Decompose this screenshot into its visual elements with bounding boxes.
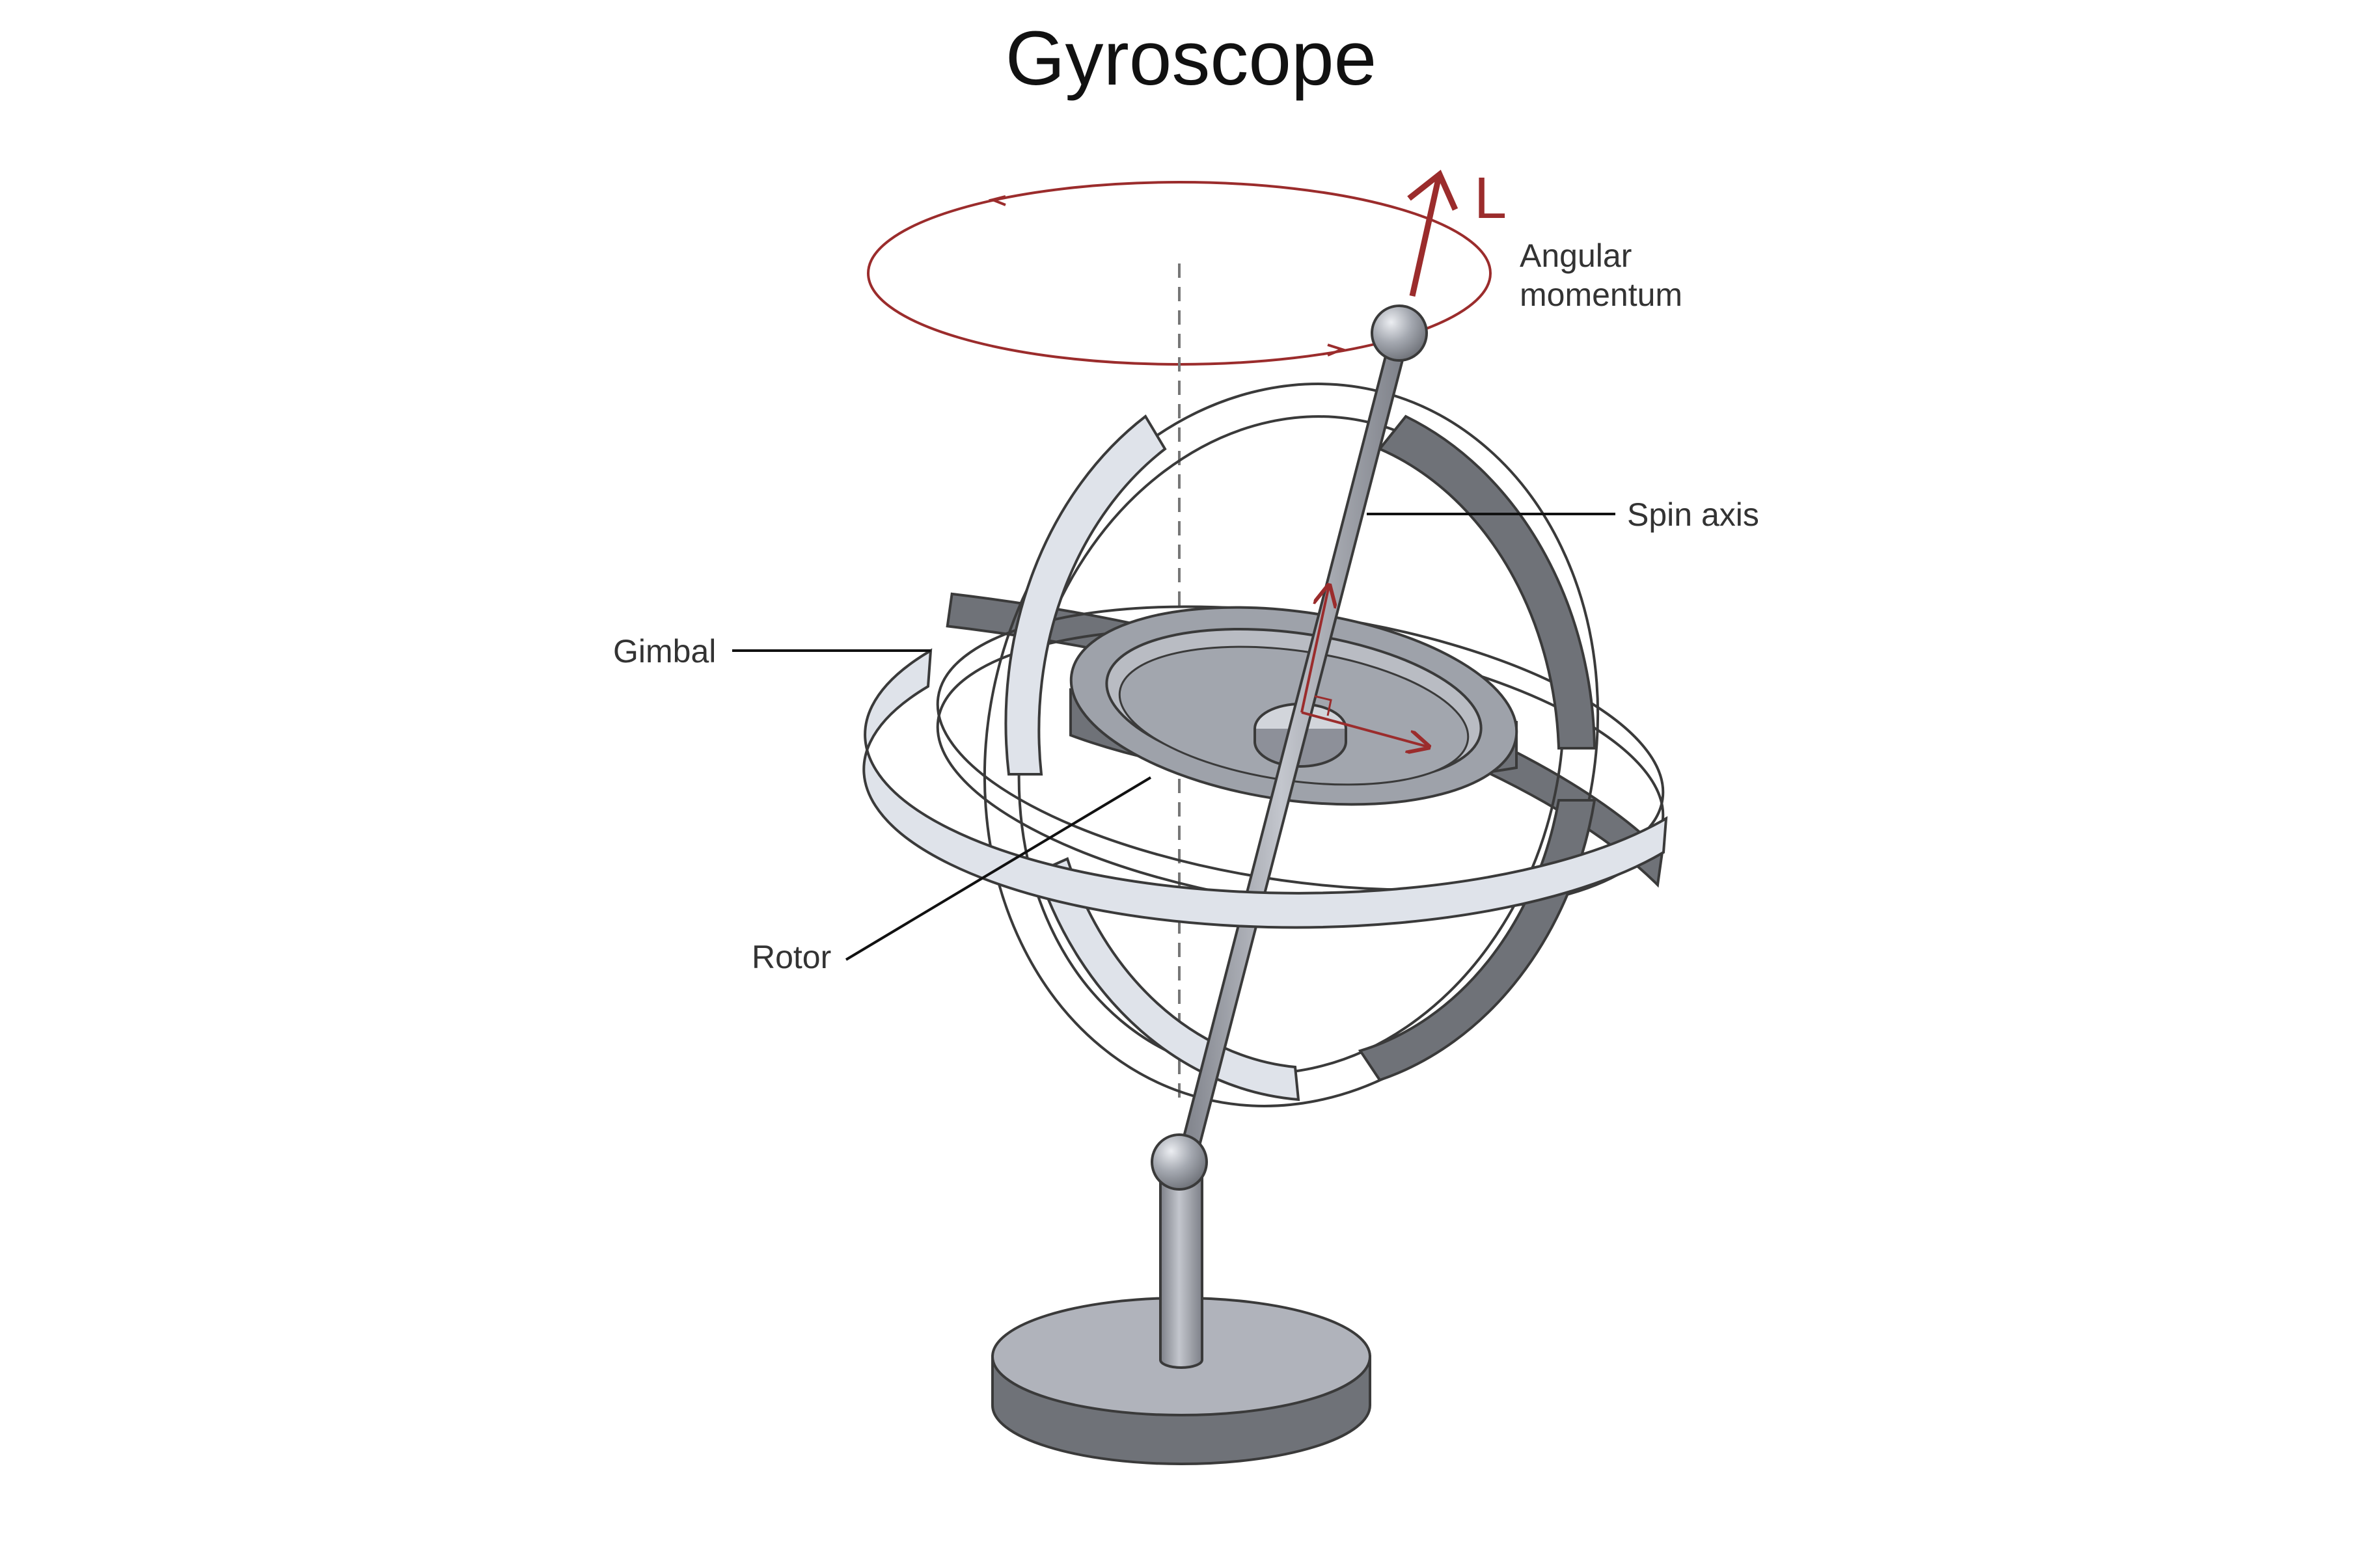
rotor-vector-arrows <box>1300 586 1429 747</box>
spin-axis-label: Spin axis <box>1627 496 1759 533</box>
rotor-label: Rotor <box>752 939 831 975</box>
angular-momentum-label-line2: momentum <box>1520 277 1682 313</box>
rotor-leader-line <box>845 776 1152 961</box>
top-pivot-ball <box>1371 304 1428 362</box>
stand <box>991 1133 1371 1465</box>
gimbal-ring-horizontal-front <box>862 648 1668 929</box>
angular-momentum-symbol: L <box>1474 166 1507 231</box>
angular-momentum-arrow <box>1407 169 1458 297</box>
orbit-arrow-right-icon <box>1327 344 1346 357</box>
angular-momentum-label-line1: Angular <box>1520 237 1632 274</box>
bottom-pivot-ball <box>1151 1133 1208 1191</box>
right-angle-marker-icon <box>1314 695 1332 716</box>
orbit-arrow-left-icon <box>988 195 1006 206</box>
page-title: Gyroscope <box>1006 16 1377 101</box>
gimbal-label: Gimbal <box>613 633 716 669</box>
